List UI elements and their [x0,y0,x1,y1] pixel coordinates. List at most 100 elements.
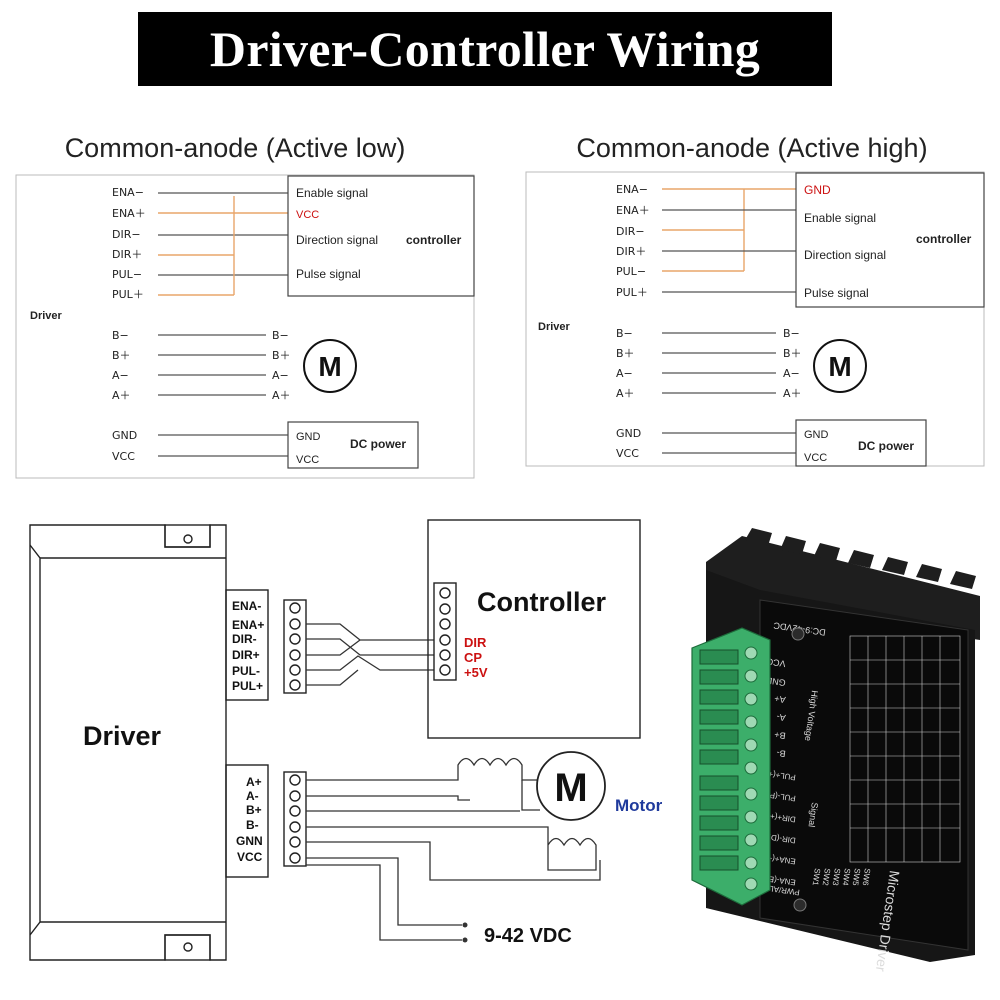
pin-label: A− [112,369,129,382]
terminal-text: VCC [766,656,787,669]
signal-terminal-block [283,599,307,694]
power-box-pin: GND [296,431,321,443]
signal-label: Pulse signal [296,267,361,281]
power-label: DC power [350,437,406,451]
motor-pin-label: A＋ [272,389,291,402]
motor-pin-label: A− [272,369,289,382]
terminal-label: GNN [236,834,263,848]
motor-circle [813,339,867,393]
panel-right-frame [525,171,985,467]
controller-label: controller [406,233,462,247]
pin-label: DIR＋ [112,248,142,261]
pin-label: PUL＋ [112,288,144,301]
terminal-text: A- [776,712,786,723]
signal-label-gnd: GND [804,183,831,197]
power-label: DC power [858,439,914,453]
pin-label: GND [616,427,641,440]
signal-label: Enable signal [804,211,876,225]
controller-box [427,519,641,739]
controller-terminals [439,587,451,676]
switch-label: SW3 [831,868,842,887]
pin-label: DIR− [616,225,645,238]
terminal-label: B+ [246,803,262,817]
switch-label: SW5 [851,868,862,887]
signal-label: Direction signal [804,248,886,262]
controller-signal-cp: CP [464,650,482,665]
panel-active-low: Common-anode (Active low) Driver ENA− EN… [15,133,475,479]
switch-label: SW6 [861,868,872,887]
motor-wires [662,332,776,394]
motor-wires [306,757,601,941]
settings-table [849,635,961,863]
controller-label: controller [916,232,972,246]
green-terminal-block [691,627,771,906]
motor-circle [303,339,357,393]
pin-label: DIR＋ [616,245,646,258]
screw [793,898,807,912]
pin-label: ENA＋ [112,207,146,220]
terminal-label: A- [246,789,259,803]
motor-pin-label: B＋ [783,347,802,360]
pin-label: VCC [112,450,135,463]
power-box [795,419,927,467]
driver-label: Driver [83,721,162,751]
controller-label: Controller [477,587,606,617]
power-box-pin: VCC [296,454,319,466]
switch-label: SW2 [821,868,832,887]
page-title: Driver-Controller Wiring [209,21,761,77]
pin-label: ENA＋ [616,204,650,217]
pin-label: ENA− [616,183,648,196]
controller-box [795,172,985,308]
signal-label: Pulse signal [804,286,869,300]
power-box-pin: VCC [804,452,827,464]
pin-label: VCC [616,447,639,460]
controller-box [287,175,475,297]
pin-label: A− [616,367,633,380]
controller-signal-5v: +5V [464,665,488,680]
pin-label: ENA− [112,186,144,199]
motor-circle [536,751,606,821]
panel-right-heading: Common-anode (Active high) [576,133,927,163]
pin-label: A＋ [112,389,131,402]
vcc-wires [158,196,288,296]
motor-wires [158,334,266,396]
power-label: 9-42 VDC [484,925,572,947]
heatsink [706,528,980,640]
terminal-label: ENA+ [232,618,264,632]
signal-wires [158,192,288,276]
terminal-text: B+ [774,729,787,740]
power-box [287,421,419,469]
driver-label: Driver [538,321,571,333]
terminal-label: B- [246,818,259,832]
pin-label: B− [112,329,129,342]
pin-label: A＋ [616,387,635,400]
motor-pin-label: A＋ [783,387,802,400]
terminal-label: ENA- [232,599,261,613]
driver-body [29,524,269,961]
motor-symbol: M [554,766,587,810]
power-terminal [462,937,468,943]
motor-symbol: M [828,351,851,382]
motor-symbol: M [318,351,341,382]
motor-label: Motor [615,796,663,815]
driver-label: Driver [30,310,63,322]
switch-label: SW1 [811,868,822,887]
power-wires [662,432,796,454]
pin-label: PUL− [112,268,142,281]
motor-pin-label: B− [272,329,289,342]
pin-label: B＋ [616,347,635,360]
switch-label: SW4 [841,868,852,887]
pin-label: DIR− [112,228,141,241]
controller-wires [306,623,434,686]
controller-signal-dir: DIR [464,635,487,650]
bottom-wiring-diagram: Driver ENA- ENA+ DIR- DIR+ PUL- PUL+ [29,519,663,961]
terminal-label: DIR- [232,632,257,646]
terminal-label: A+ [246,775,262,789]
terminal-label: PUL- [232,664,260,678]
gnd-wires [662,188,796,272]
pin-label: PUL＋ [616,286,648,299]
signal-label-vcc: VCC [296,209,319,221]
motor-pin-label: B− [783,327,800,340]
